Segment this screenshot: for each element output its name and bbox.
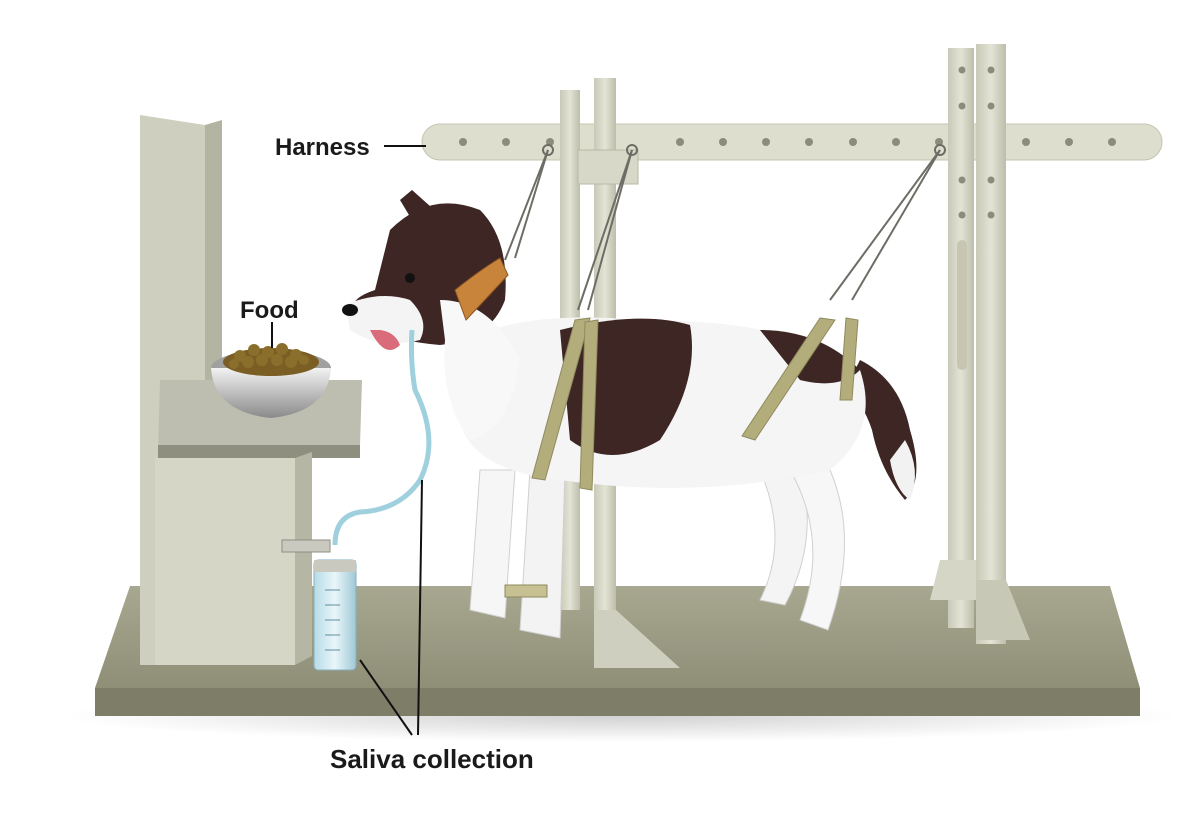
bottom-strip xyxy=(0,806,1200,822)
food-label: Food xyxy=(240,297,299,324)
suspension-cables xyxy=(504,144,946,311)
saliva-collection-label: Saliva collection xyxy=(330,744,534,774)
dog xyxy=(342,190,917,639)
harness-label: Harness xyxy=(275,134,370,161)
food-bowl xyxy=(211,343,331,418)
saliva-leader-jar xyxy=(359,659,413,736)
post-holes xyxy=(958,66,995,219)
saliva-collection-apparatus xyxy=(281,329,432,671)
body-straps xyxy=(504,317,859,598)
leader-lines xyxy=(271,145,426,736)
food-pellets xyxy=(229,343,309,369)
saliva-leader-tube xyxy=(417,479,423,736)
food-stand xyxy=(140,115,362,665)
